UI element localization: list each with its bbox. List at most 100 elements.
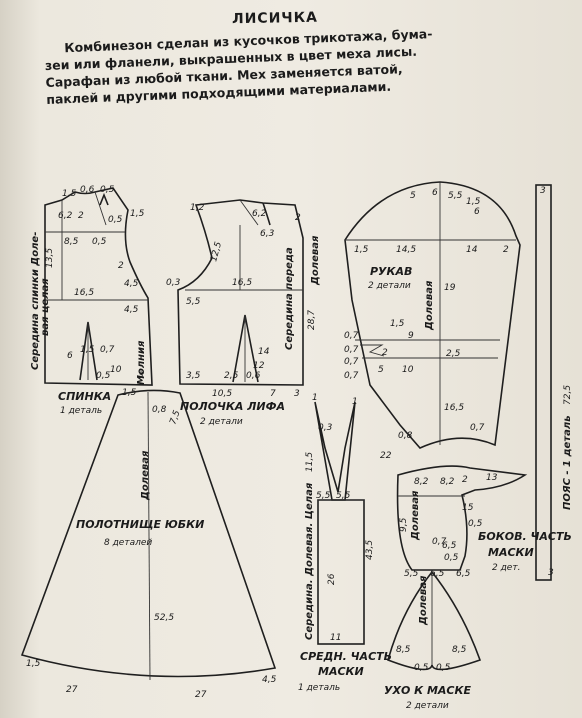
- back-dim-10: 2: [118, 261, 124, 271]
- front-dim-13: 7: [270, 389, 276, 399]
- mask-s-dim-9: 0,7: [432, 537, 447, 547]
- belt-dim-length: 72,5: [563, 385, 573, 405]
- ear-name: УХО К МАСКЕ: [384, 684, 471, 697]
- mask-center-count: 1 деталь: [298, 683, 340, 693]
- mask-s-dim-0: 8,2: [414, 477, 429, 487]
- skirt-name: ПОЛОТНИЩЕ ЮБКИ: [76, 518, 204, 531]
- piece-skirt: 0,8 7,5 52,5 27 27 4,5 1,5 Долевая ПОЛОТ…: [20, 389, 277, 700]
- skirt-dim-6: 1,5: [26, 659, 41, 669]
- mask-side-count: 2 дет.: [492, 563, 520, 573]
- sleeve-dim-17: 5: [378, 365, 384, 375]
- back-side-label-2: вая целая: [40, 278, 51, 336]
- sleeve-dim-11: 0,7: [344, 331, 359, 341]
- sleeve-dim-4: 6: [474, 207, 480, 217]
- mask-c-dim-2: 1: [352, 397, 358, 407]
- mask-c-dim-0: 1: [312, 393, 318, 403]
- mask-s-dim-1: 8,2: [440, 477, 455, 487]
- ear-dim-3: 0,5: [436, 663, 451, 673]
- ear-dim-1: 8,5: [452, 645, 467, 655]
- skirt-dim-1: 7,5: [168, 409, 182, 426]
- front-dim-9: 12: [253, 361, 265, 371]
- back-zip-label: Молния: [136, 340, 147, 385]
- mask-s-dim-4: 15: [462, 503, 474, 513]
- sleeve-dim-10: 9: [408, 331, 414, 341]
- mask-s-dim-8: 0,5: [444, 553, 459, 563]
- piece-sleeve: 5 6 5,5 1,5 6 14,5 14 2 1,5 19 9 0,7 1,5…: [344, 181, 521, 461]
- sleeve-dim-20: 16,5: [444, 403, 464, 413]
- skirt-dim-3: 27: [66, 685, 78, 695]
- sleeve-dim-3: 1,5: [466, 197, 481, 207]
- bodice-front-name: ПОЛОЧКА ЛИФА: [180, 400, 285, 413]
- sleeve-dim-5: 14,5: [396, 245, 416, 255]
- mask-c-dim-4: 5,5: [316, 491, 331, 501]
- sleeve-dim-22: 22: [380, 451, 392, 461]
- ear-dim-0: 8,5: [396, 645, 411, 655]
- sleeve-dim-16: 2,5: [446, 349, 461, 359]
- belt-dim-bottom: 3: [548, 568, 554, 578]
- front-dim-12: 0,6: [246, 371, 261, 381]
- sleeve-dim-14: 2: [382, 348, 388, 358]
- back-dim-5: 0,5: [108, 215, 123, 225]
- back-dim-6: 8,5: [64, 237, 79, 247]
- front-dim-5: 0,3: [166, 278, 181, 288]
- back-dim-13: 4,5: [124, 305, 139, 315]
- back-dim-1: 0,6: [80, 185, 95, 195]
- ear-dim-2: 0,5: [414, 663, 429, 673]
- back-dim-19: 3: [138, 371, 144, 381]
- sleeve-dim-1: 6: [432, 188, 438, 198]
- piece-mask-center: 1 0,3 1 11,5 5,5 5,5 43,5 26 11 Середина…: [298, 393, 392, 693]
- piece-mask-side: 8,2 8,2 2 13 15 9,5 6,5 0,5 0,5 0,7 5,5 …: [396, 465, 572, 579]
- mask-s-dim-7: 0,5: [468, 519, 483, 529]
- mask-side-name: БОКОВ. ЧАСТЬ: [478, 530, 572, 543]
- mask-center-side: Середина. Долевая. Целая: [304, 482, 315, 640]
- mask-c-dim-1: 0,3: [318, 423, 333, 433]
- back-dim-15: 1,5: [80, 345, 95, 355]
- mask-s-dim-11: 6,5: [430, 569, 445, 579]
- sleeve-dim-0: 5: [410, 191, 416, 201]
- skirt-grain: Долевая: [140, 450, 151, 501]
- skirt-dim-2: 52,5: [154, 613, 174, 623]
- back-dim-17: 0,5: [96, 371, 111, 381]
- bodice-front-count: 2 детали: [200, 417, 243, 427]
- sleeve-dim-9: 19: [444, 283, 456, 293]
- front-dim-11: 2,5: [224, 371, 239, 381]
- front-dim-0: 1,2: [190, 203, 205, 213]
- piece-ear: 8,5 8,5 0,5 0,5 Долевая УХО К МАСКЕ 2 де…: [384, 570, 482, 711]
- front-dim-15: 28,7: [307, 310, 317, 330]
- mask-c-dim-3: 11,5: [305, 452, 315, 472]
- back-name: СПИНКА: [58, 390, 111, 403]
- back-dim-3: 6,2: [58, 211, 73, 221]
- mask-s-dim-3: 13: [486, 473, 498, 483]
- front-dim-4: 12,5: [209, 241, 224, 263]
- skirt-dim-4: 27: [195, 690, 207, 700]
- front-dim-2: 2: [295, 213, 301, 223]
- mask-s-dim-12: 6,5: [456, 569, 471, 579]
- sleeve-dim-23: 0,7: [470, 423, 485, 433]
- sleeve-dim-6: 14: [466, 245, 478, 255]
- back-dim-14: 6: [67, 351, 73, 361]
- front-dim-7: 5,5: [186, 297, 201, 307]
- back-dim-7: 0,5: [92, 237, 107, 247]
- mask-center-name2: МАСКИ: [318, 665, 364, 678]
- mask-center-name: СРЕДН. ЧАСТЬ: [300, 650, 392, 663]
- sleeve-dim-18: 10: [402, 365, 414, 375]
- back-side-label: Середина спинки Доле-: [30, 232, 41, 370]
- back-dim-8: 1,5: [130, 209, 145, 219]
- sleeve-dim-8: 1,5: [354, 245, 369, 255]
- sleeve-dim-15: 0,7: [344, 357, 359, 367]
- front-dim-8: 14: [258, 347, 270, 357]
- skirt-dim-5: 4,5: [262, 675, 277, 685]
- back-dim-18: 10: [110, 365, 122, 375]
- mask-c-dim-6: 43,5: [365, 540, 375, 560]
- front-dim-3: 6,3: [260, 229, 275, 239]
- sleeve-dim-13: 0,7: [344, 345, 359, 355]
- sleeve-count: 2 детали: [368, 281, 411, 291]
- sleeve-dim-12: 1,5: [390, 319, 405, 329]
- piece-bodice-front: 1,2 6,2 2 6,3 12,5 0,3 16,5 5,5 14 12 10…: [166, 199, 321, 427]
- mask-side-name2: МАСКИ: [488, 546, 534, 559]
- mask-s-dim-10: 5,5: [404, 569, 419, 579]
- skirt-dim-0: 0,8: [152, 405, 167, 415]
- piece-belt: 3 3 72,5 ПОЯС - 1 деталь: [535, 184, 573, 581]
- sleeve-dim-7: 2: [503, 245, 509, 255]
- mask-s-dim-5: 9,5: [399, 517, 409, 532]
